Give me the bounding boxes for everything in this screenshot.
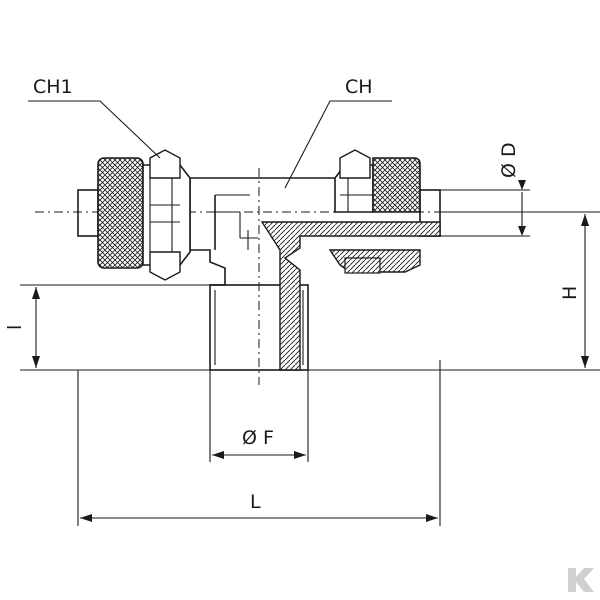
- left-knurled-nut: [97, 157, 144, 269]
- left-hex-ch1: [142, 149, 191, 281]
- label-ch1: CH1: [33, 76, 73, 98]
- label-diameter-d: Ø D: [498, 142, 520, 178]
- label-ch: CH: [345, 76, 373, 98]
- label-l-big: L: [250, 491, 261, 513]
- dimension-lines: [32, 180, 589, 522]
- right-hex-ch: [334, 149, 374, 213]
- extension-lines: [20, 189, 600, 526]
- section-hatch: [260, 221, 441, 371]
- k-logo-icon: [568, 568, 594, 592]
- label-diameter-f: Ø F: [242, 427, 274, 449]
- label-l-small: l: [4, 325, 26, 330]
- label-h: H: [559, 286, 581, 300]
- leader-lines: [28, 100, 392, 189]
- right-knurled-nut: [372, 157, 421, 213]
